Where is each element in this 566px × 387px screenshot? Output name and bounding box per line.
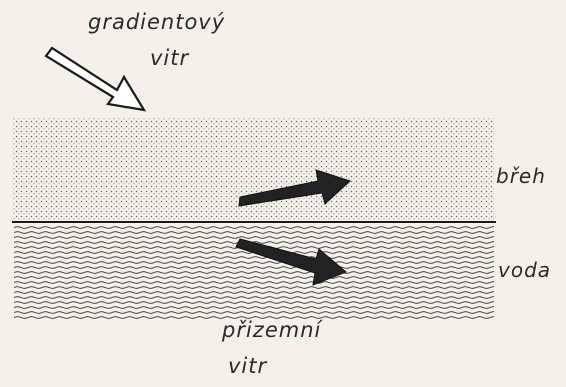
gradient-wind-label: gradientový (88, 10, 225, 34)
water-label: voda (498, 258, 551, 282)
gradient-wind-label-line2: vitr (150, 46, 189, 70)
shore-area (12, 118, 494, 222)
surface-wind-label: přizemní (222, 318, 321, 342)
gradient-wind-arrow (46, 48, 144, 110)
shore-label: břeh (496, 164, 546, 188)
surface-wind-label-line2: vitr (228, 354, 267, 378)
water-area (14, 224, 494, 320)
